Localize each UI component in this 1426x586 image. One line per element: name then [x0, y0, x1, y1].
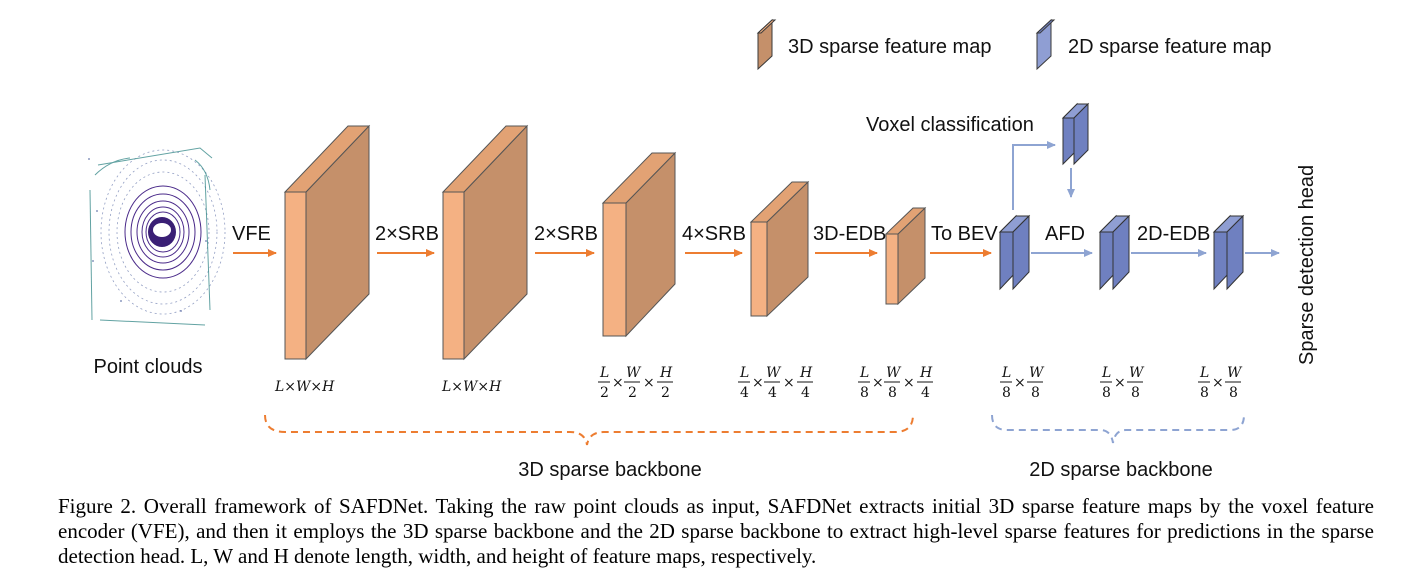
- svg-text:8: 8: [860, 385, 869, 401]
- feature-map-3d-1: [283, 124, 371, 361]
- dim-label-6: L 8 × W 8: [1000, 365, 1045, 401]
- voxel-classification-label: Voxel classification: [866, 114, 1034, 136]
- svg-text:×: ×: [783, 375, 795, 391]
- svg-text:L: L: [599, 365, 609, 381]
- svg-text:8: 8: [1002, 385, 1011, 401]
- svg-text:4: 4: [921, 385, 930, 401]
- svg-text:×: ×: [1212, 375, 1224, 391]
- brace-2d-backbone: [991, 414, 1245, 444]
- svg-text:2: 2: [628, 385, 637, 401]
- svg-text:W: W: [1029, 365, 1045, 381]
- svg-text:8: 8: [888, 385, 897, 401]
- dim-label-3: L 2 × W 2 × H 2: [598, 365, 673, 401]
- svg-text:×: ×: [1114, 375, 1126, 391]
- feature-map-3d-4: [749, 180, 810, 318]
- dim-label-1: L×W×H: [274, 379, 335, 395]
- detection-head-label: Sparse detection head: [1296, 165, 1318, 365]
- svg-text:8: 8: [1131, 385, 1140, 401]
- backbone-3d-label: 3D sparse backbone: [518, 459, 701, 481]
- op-label-afd: AFD: [1045, 223, 1085, 245]
- feature-map-voxel-cls: [1061, 102, 1090, 166]
- svg-text:W: W: [626, 365, 642, 381]
- svg-text:L: L: [1101, 365, 1111, 381]
- figure-caption: Figure 2. Overall framework of SAFDNet. …: [58, 494, 1374, 568]
- svg-text:8: 8: [1102, 385, 1111, 401]
- svg-text:L: L: [1001, 365, 1011, 381]
- svg-text:×: ×: [903, 375, 915, 391]
- legend: 3D sparse feature map 2D sparse feature …: [756, 18, 1271, 71]
- op-label-edb-3d: 3D-EDB: [813, 223, 886, 245]
- point-clouds-label: Point clouds: [94, 356, 203, 378]
- svg-text:W: W: [886, 365, 902, 381]
- backbone-2d-label: 2D sparse backbone: [1029, 459, 1212, 481]
- svg-text:W: W: [766, 365, 782, 381]
- svg-text:W: W: [1129, 365, 1145, 381]
- svg-text:L: L: [739, 365, 749, 381]
- op-label-srb-1: 2×SRB: [375, 223, 439, 245]
- feature-map-3d-5: [884, 206, 927, 306]
- dim-label-5: L 8 × W 8 × H 4: [858, 365, 933, 401]
- svg-text:2: 2: [600, 385, 609, 401]
- op-label-edb-2d: 2D-EDB: [1137, 223, 1210, 245]
- feature-map-3d-2: [441, 124, 529, 361]
- op-label-to-bev: To BEV: [931, 223, 998, 245]
- legend-3d-swatch: [756, 18, 777, 71]
- svg-text:H: H: [919, 365, 933, 381]
- feature-map-2d-1: [998, 214, 1031, 291]
- svg-text:H: H: [799, 365, 813, 381]
- point-cloud-image: [82, 140, 226, 336]
- svg-text:8: 8: [1229, 385, 1238, 401]
- svg-text:L: L: [1199, 365, 1209, 381]
- feature-map-2d-afd: [1098, 214, 1131, 291]
- svg-text:×: ×: [643, 375, 655, 391]
- svg-text:L: L: [859, 365, 869, 381]
- feature-map-2d-edb: [1212, 214, 1245, 291]
- dim-label-8: L 8 × W 8: [1198, 365, 1243, 401]
- op-label-srb-2: 2×SRB: [534, 223, 598, 245]
- arrow-to-voxel-cls: [1012, 141, 1056, 210]
- op-label-vfe: VFE: [232, 223, 271, 245]
- dim-label-2: L×W×H: [441, 379, 502, 395]
- svg-text:4: 4: [768, 385, 777, 401]
- brace-3d-backbone: [264, 414, 914, 446]
- svg-text:×: ×: [1014, 375, 1026, 391]
- svg-text:4: 4: [740, 385, 749, 401]
- svg-text:×: ×: [872, 375, 884, 391]
- dim-label-4: L 4 × W 4 × H 4: [738, 365, 813, 401]
- svg-text:H: H: [659, 365, 673, 381]
- legend-2d-label: 2D sparse feature map: [1068, 36, 1271, 58]
- framework-diagram: 3D sparse feature map 2D sparse feature …: [82, 18, 1318, 481]
- op-label-srb-3: 4×SRB: [682, 223, 746, 245]
- legend-3d-label: 3D sparse feature map: [788, 36, 991, 58]
- svg-text:×: ×: [752, 375, 764, 391]
- dim-label-7: L 8 × W 8: [1100, 365, 1145, 401]
- legend-2d-swatch: [1035, 18, 1056, 71]
- svg-text:4: 4: [801, 385, 810, 401]
- svg-text:8: 8: [1031, 385, 1040, 401]
- svg-text:8: 8: [1200, 385, 1209, 401]
- svg-text:2: 2: [661, 385, 670, 401]
- svg-text:W: W: [1227, 365, 1243, 381]
- svg-text:×: ×: [612, 375, 624, 391]
- feature-map-3d-3: [601, 151, 677, 338]
